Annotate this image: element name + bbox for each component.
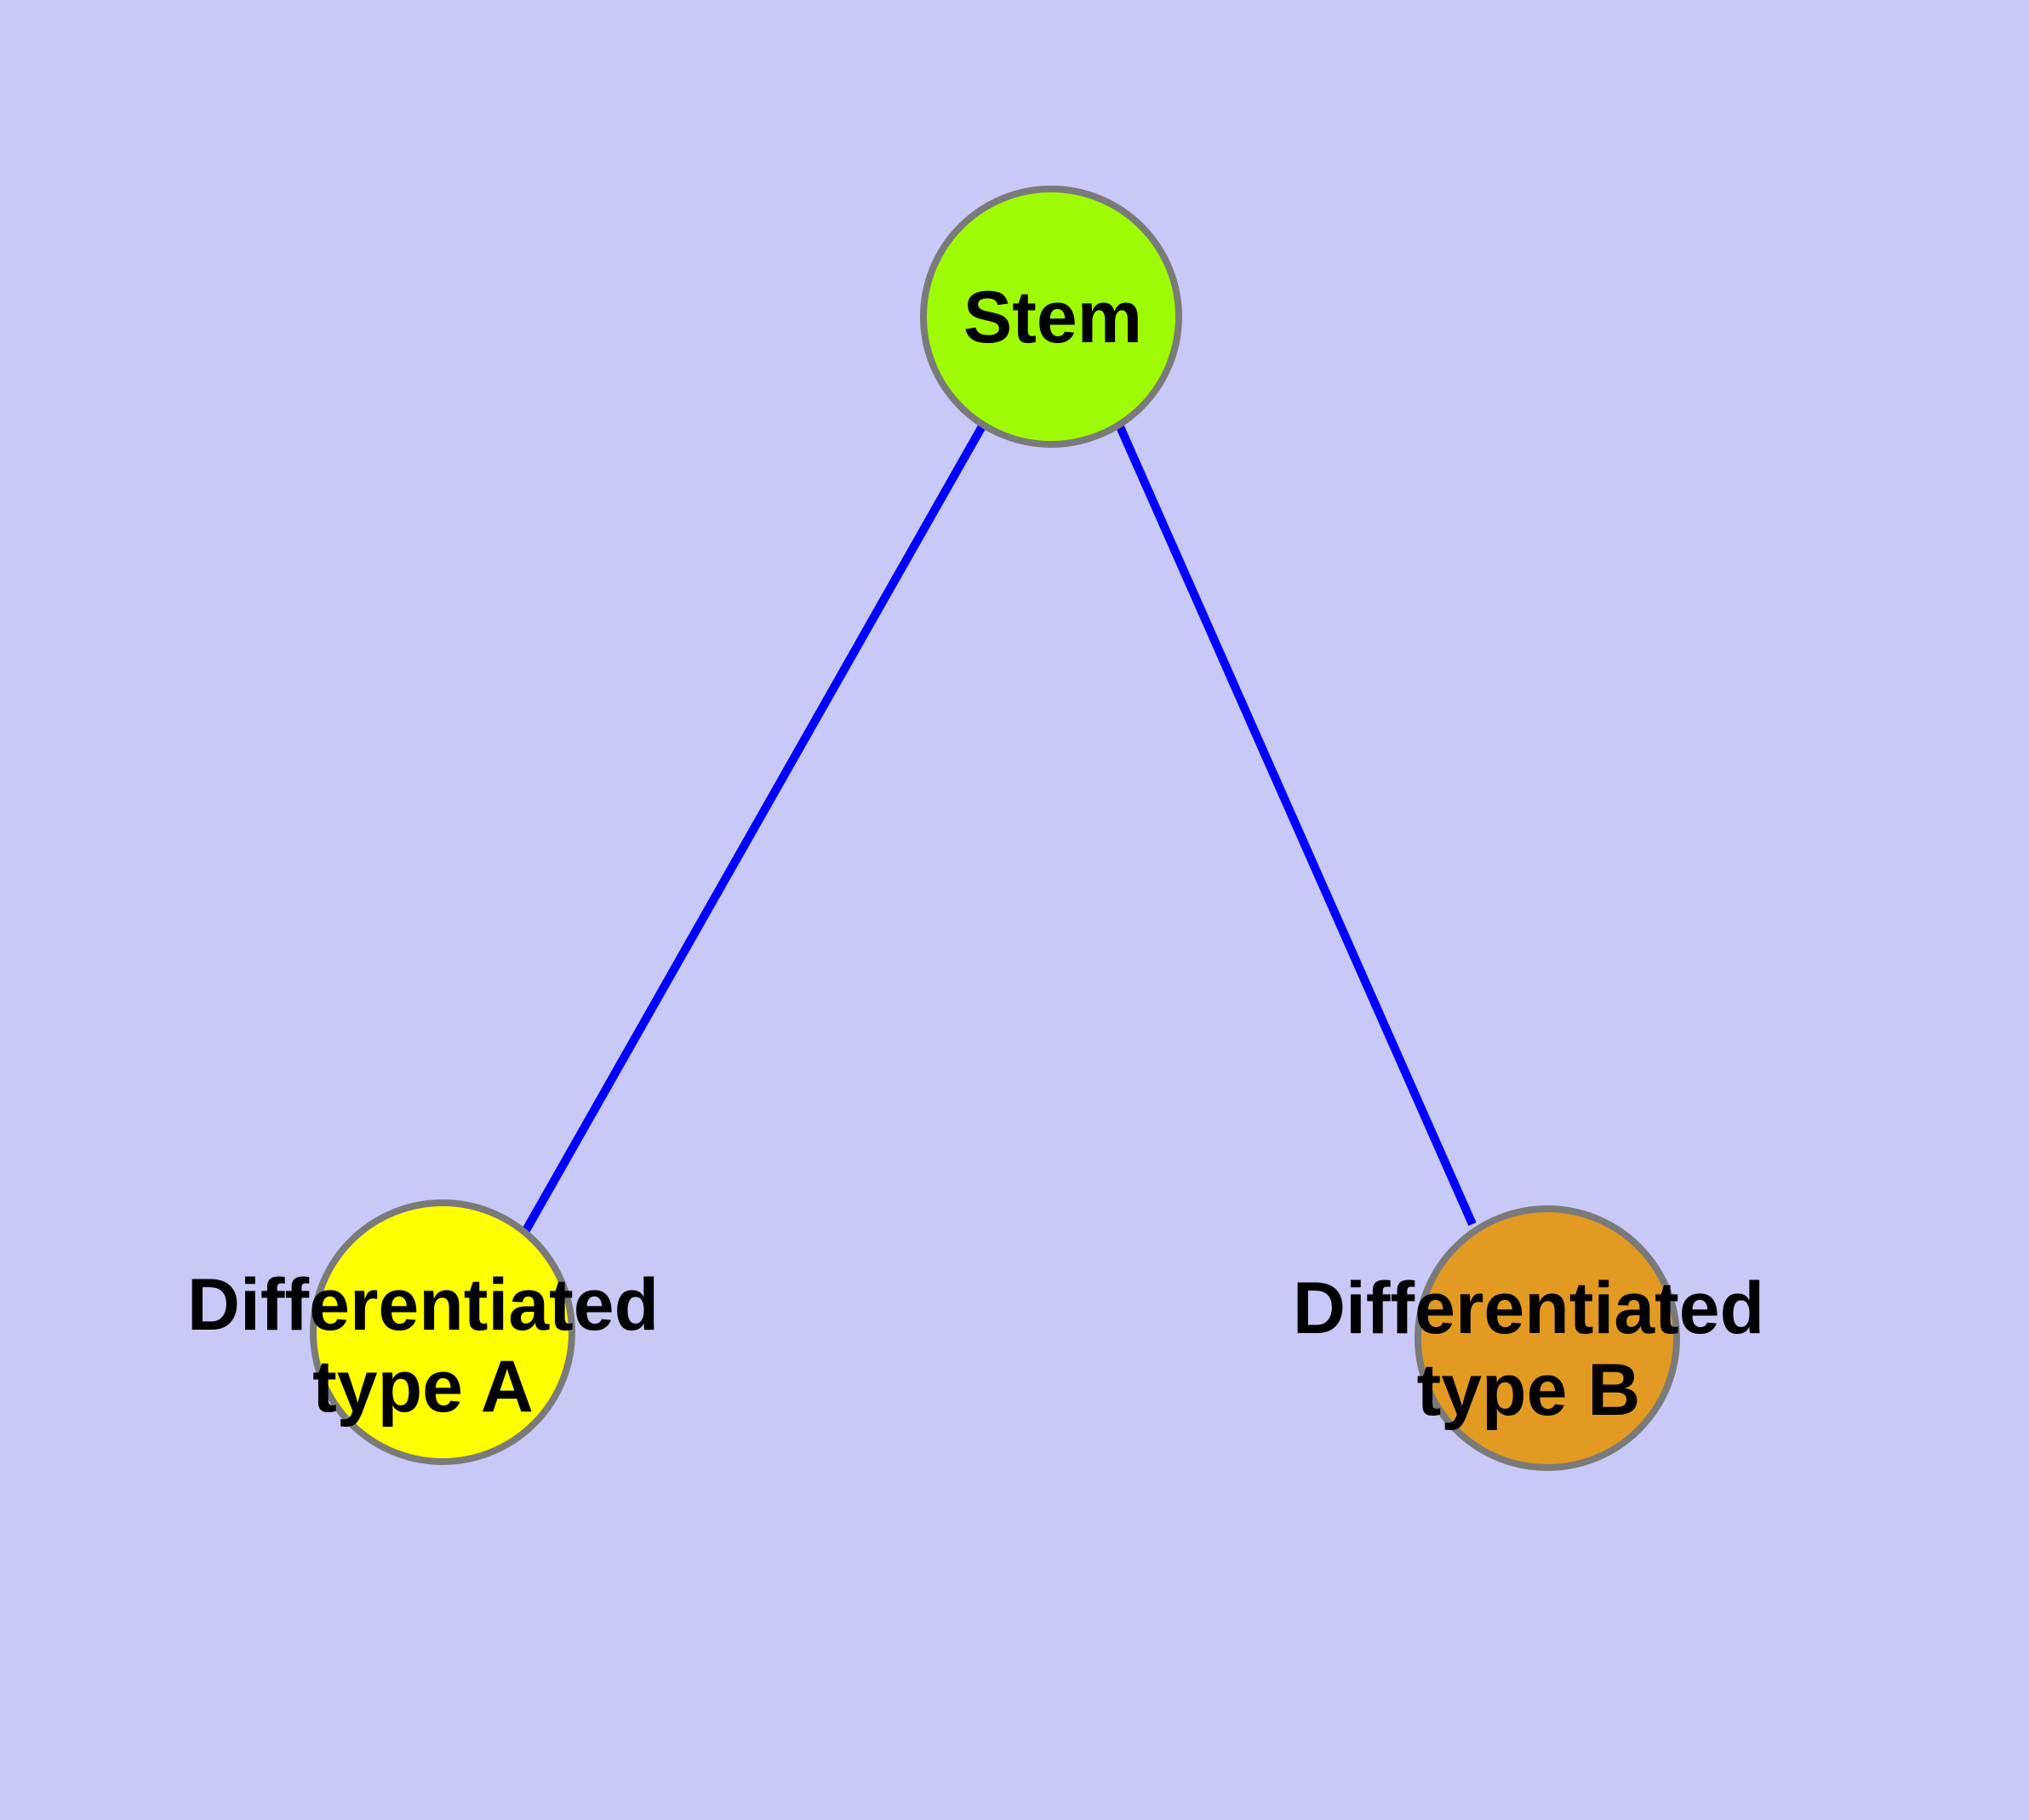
node-label-line: type B (1417, 1349, 1641, 1431)
node-label-line: type A (312, 1346, 534, 1428)
node-label-line: Differentiated (187, 1264, 659, 1346)
edges-layer (521, 422, 1477, 1234)
node-label-line: Differentiated (1293, 1268, 1764, 1349)
node-diff-a[interactable] (310, 1199, 575, 1465)
node-diff-b[interactable] (1415, 1205, 1680, 1471)
node-label-stem: Stem (963, 277, 1142, 358)
edge-stem-to-diff-b[interactable] (1115, 422, 1477, 1227)
node-stem[interactable] (920, 186, 1182, 448)
edge-stem-to-diff-a[interactable] (521, 422, 987, 1234)
node-label-line: Stem (963, 277, 1142, 358)
nodes-layer (310, 186, 1680, 1471)
